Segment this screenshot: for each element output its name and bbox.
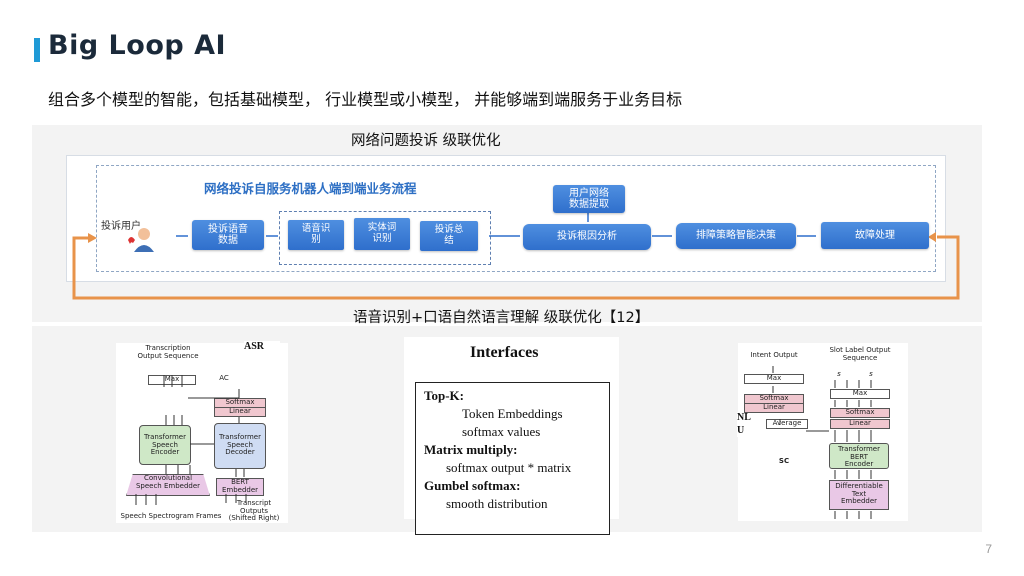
slide-subtitle: 组合多个模型的智能，包括基础模型， 行业模型或小模型， 并能够端到端服务于业务目… bbox=[48, 90, 683, 109]
box-voice-data: 投诉语音 数据 bbox=[192, 220, 264, 250]
page-number: 7 bbox=[985, 542, 992, 556]
nlu-sn-label: s bbox=[869, 370, 873, 378]
asr-transcript-outputs-label: Transcript Outputs (Shifted Right) bbox=[228, 499, 280, 523]
box-strategy-decision: 排障策略智能决策 bbox=[676, 223, 796, 249]
interface-line: softmax output * matrix bbox=[446, 460, 572, 475]
box-speech-recognition: 语音识 别 bbox=[288, 220, 344, 250]
asr-label: ASR bbox=[244, 341, 280, 352]
interface-line: softmax values bbox=[462, 424, 541, 439]
asr-bert-embedder: BERT Embedder bbox=[216, 478, 264, 496]
interface-line: Top-K: bbox=[424, 388, 464, 403]
box-user-network-data: 用户网络 数据提取 bbox=[553, 185, 625, 213]
asr-conv-embedder: Convolutional Speech Embedder bbox=[126, 474, 210, 496]
interface-line: Gumbel softmax: bbox=[424, 478, 521, 493]
nlu-softmax-box-2: Softmax bbox=[830, 408, 890, 418]
interface-line: smooth distribution bbox=[446, 496, 548, 511]
title-accent-bar bbox=[34, 38, 40, 62]
box-root-cause-analysis: 投诉根因分析 bbox=[523, 224, 651, 250]
nlp-step-group bbox=[279, 211, 491, 265]
interfaces-box: Top-K: Token Embeddings softmax values M… bbox=[415, 382, 610, 535]
top-section-caption: 网络问题投诉 级联优化 bbox=[351, 133, 501, 149]
asr-encoder-box: Transformer Speech Encoder bbox=[139, 425, 191, 465]
asr-ac-label: AC bbox=[219, 374, 229, 382]
asr-arrows bbox=[135, 375, 247, 505]
slide-title: Big Loop AI bbox=[48, 30, 227, 61]
interface-line: Token Embeddings bbox=[462, 406, 563, 421]
nlu-s1-label: s bbox=[837, 370, 841, 378]
nlu-linear-box-1: Linear bbox=[744, 403, 804, 413]
nlu-max-box-1: Max bbox=[744, 374, 804, 384]
bottom-section-caption: 语音识别+口语自然语言理解 级联优化【12】 bbox=[353, 310, 650, 326]
box-complaint-summary: 投诉总 结 bbox=[420, 221, 478, 251]
interfaces-title: Interfaces bbox=[470, 344, 539, 361]
flow-title: 网络投诉自服务机器人端到端业务流程 bbox=[204, 181, 417, 196]
nlu-max-box-2: Max bbox=[830, 389, 890, 399]
asr-linear-box: Linear bbox=[214, 407, 266, 417]
interface-line: Matrix multiply: bbox=[424, 442, 518, 457]
caller-person-icon bbox=[124, 226, 158, 252]
box-entity-recognition: 实体词 识别 bbox=[354, 218, 410, 250]
nlu-slot-output: Slot Label Output Sequence bbox=[829, 346, 891, 362]
nlu-arrows bbox=[772, 366, 872, 519]
nlu-intent-output: Intent Output bbox=[750, 351, 798, 359]
nlu-sc-label: SC bbox=[778, 457, 790, 465]
asr-spectrogram-label: Speech Spectrogram Frames bbox=[120, 512, 222, 520]
asr-decoder-box: Transformer Speech Decoder bbox=[214, 423, 266, 469]
nlu-average-box: Average bbox=[766, 419, 808, 429]
box-fault-handling: 故障处理 bbox=[821, 222, 929, 249]
nlu-text-embedder: Differentiable Text Embedder bbox=[829, 480, 889, 510]
caller-label: 投诉用户 bbox=[101, 221, 141, 232]
nlu-label: NL U bbox=[737, 412, 759, 437]
asr-output-sequence: Transcription Output Sequence bbox=[137, 344, 199, 360]
nlu-bert-encoder: Transformer BERT Encoder bbox=[829, 443, 889, 469]
nlu-linear-box-2: Linear bbox=[830, 419, 890, 429]
